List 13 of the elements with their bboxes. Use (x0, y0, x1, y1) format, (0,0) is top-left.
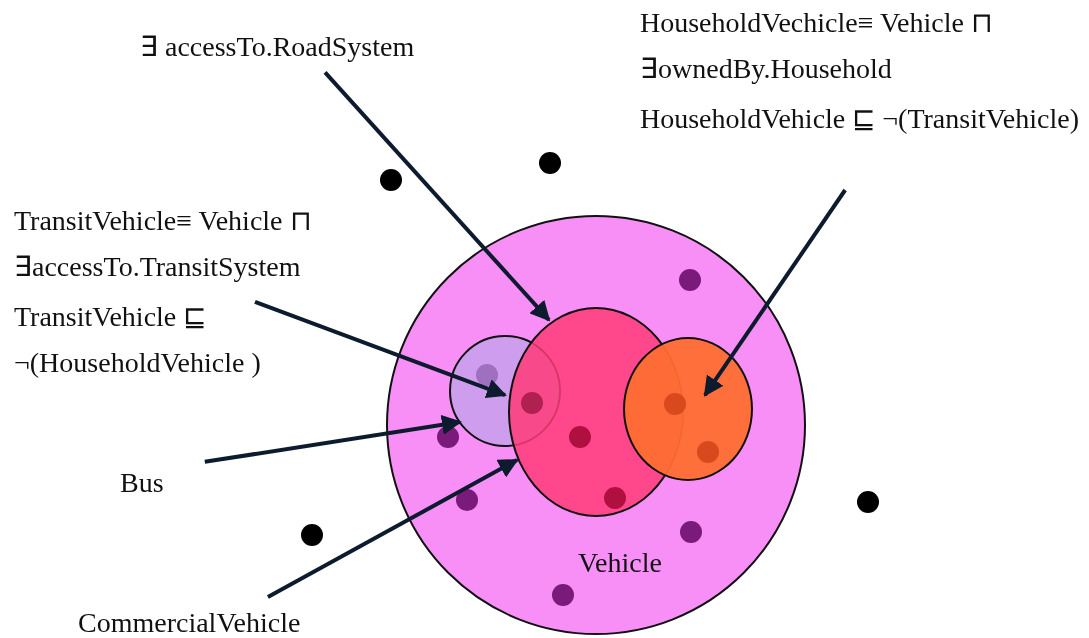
axiom-text: TransitVehicle ⊑ ¬(HouseholdVehicle ) (14, 300, 262, 380)
set-label: Vehicle (578, 547, 662, 579)
class-label: CommercialVehicle (78, 606, 302, 638)
arrow (254, 300, 507, 399)
class-label: Bus (120, 466, 165, 500)
arrow (204, 414, 462, 464)
arrow (266, 458, 519, 599)
axiom-text: HouseholdVechicle≡ Vehicle ⊓ ∃ownedBy.Household (640, 6, 994, 86)
arrow (323, 70, 551, 322)
axiom-text: HouseholdVehicle ⊑ ¬(TransitVehicle) (640, 102, 1080, 136)
class-label: ∃ accessTo.RoadSystem (140, 30, 416, 64)
axiom-text: TransitVehicle≡ Vehicle ⊓ ∃accessTo.TransitSystem (14, 204, 313, 284)
arrow (703, 188, 847, 397)
